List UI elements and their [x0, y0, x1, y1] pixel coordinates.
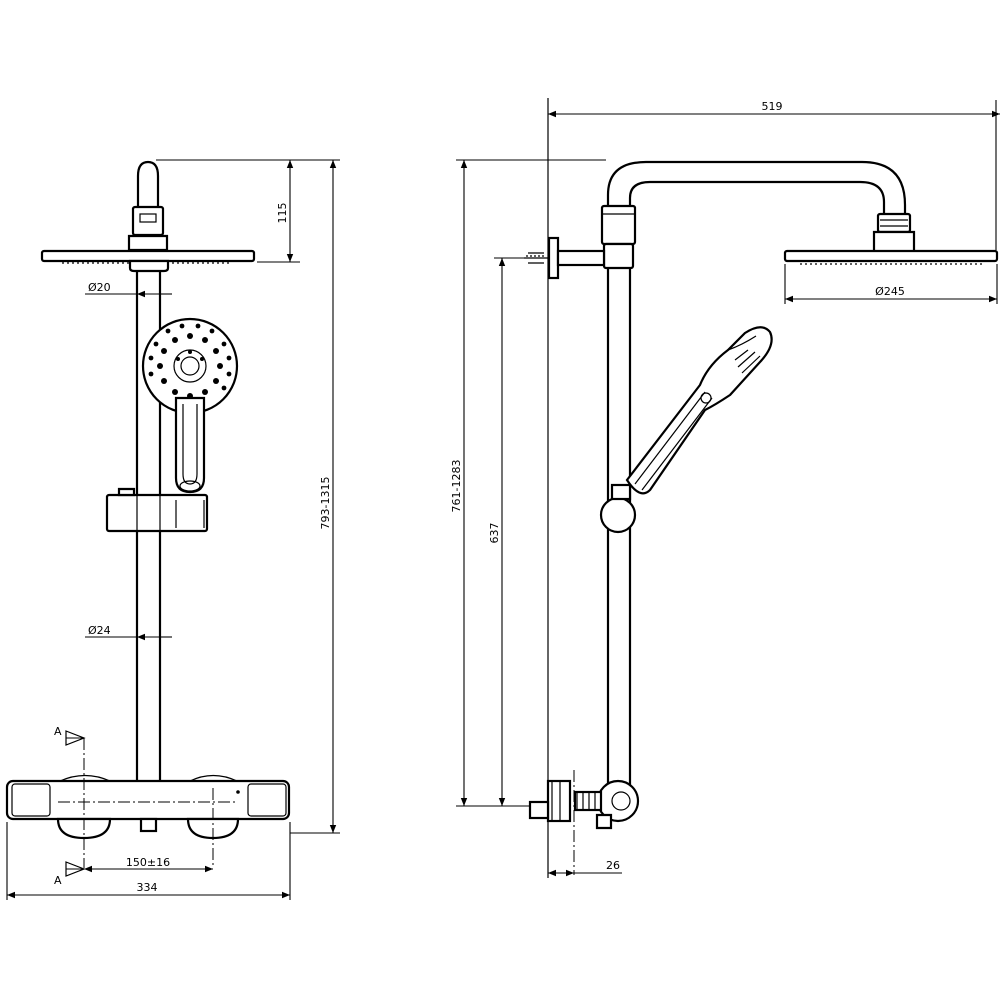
section-label-bottom: A	[54, 874, 62, 887]
side-mixer	[528, 770, 640, 875]
side-dim-wall-offset: 26	[548, 859, 622, 877]
dim-mixer-width: 334	[137, 881, 158, 894]
front-overhead-head	[40, 249, 256, 273]
side-view: 519 Ø245 761-1283 637 26	[450, 98, 1000, 878]
side-wall-bracket	[524, 236, 606, 280]
section-mark-top: A	[54, 725, 86, 746]
dim-head-diameter: Ø245	[875, 285, 905, 298]
dim-rail-height: 761-1283	[450, 460, 463, 513]
section-label-top: A	[54, 725, 62, 738]
front-dim-rail-diameter: Ø24	[85, 624, 172, 641]
side-hand-shower	[625, 326, 773, 495]
front-dim-mixer-width: 334	[6, 822, 291, 900]
front-dim-arm-diameter: Ø20	[85, 281, 172, 298]
side-slider-knob	[599, 483, 637, 534]
dim-inlet-spacing: 150±16	[126, 856, 170, 869]
dim-head-drop: 115	[276, 203, 289, 224]
dim-rail-diameter: Ø24	[88, 624, 111, 637]
front-gooseneck	[127, 160, 169, 252]
side-dim-bracket-height: 637	[488, 257, 524, 806]
dim-total-height: 793-1315	[319, 477, 332, 530]
side-overhead-head	[783, 249, 999, 265]
dim-projection: 519	[762, 100, 783, 113]
dim-bracket-height: 637	[488, 523, 501, 544]
front-dim-inlet-spacing: 150±16	[84, 856, 213, 873]
front-hand-shower	[141, 317, 239, 494]
side-dim-rail-height: 761-1283	[450, 159, 606, 807]
side-dim-projection: 519	[548, 100, 1000, 250]
side-dim-head-diameter: Ø245	[784, 264, 998, 304]
front-slider-bracket	[105, 487, 209, 533]
dim-wall-offset: 26	[606, 859, 620, 872]
front-dim-head-drop: 115	[156, 159, 300, 263]
front-dim-total-height: 793-1315	[290, 159, 340, 834]
dim-arm-diameter: Ø20	[88, 281, 111, 294]
side-shower-arm	[600, 160, 916, 270]
front-thermostatic-mixer	[5, 738, 291, 868]
front-view: 115 793-1315 Ø20 Ø24 150±16 3	[5, 159, 340, 900]
section-mark-bottom: A	[54, 861, 86, 887]
